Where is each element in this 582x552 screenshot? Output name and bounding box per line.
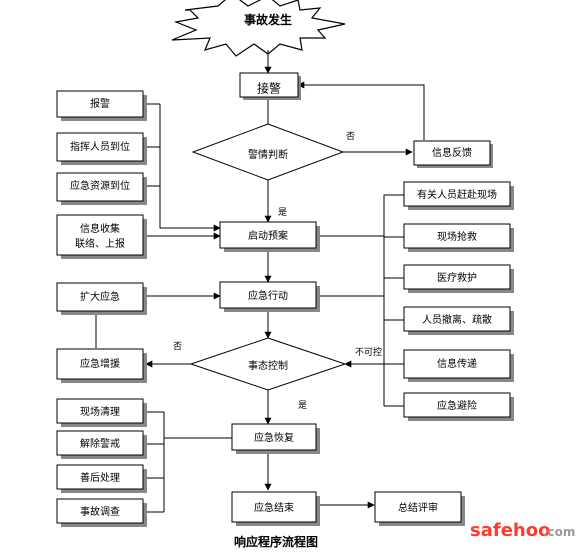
box-receive-alarm: 接警 <box>239 72 301 100</box>
svg-text:信息反馈: 信息反馈 <box>432 146 472 159</box>
svg-text:启动预案: 启动预案 <box>248 229 288 242</box>
box-personnel-to-site: 有关人员赶赴现场 <box>403 181 514 210</box>
box-accident-investigation: 事故调查 <box>56 498 147 527</box>
watermark-main: safehoo <box>470 520 550 541</box>
caption: 响应程序流程图 <box>234 534 318 549</box>
svg-text:事态控制: 事态控制 <box>248 359 288 372</box>
event-title: 事故发生 <box>244 12 292 27</box>
watermark-suffix: .com <box>543 525 575 539</box>
svg-text:总结评审: 总结评审 <box>398 501 438 514</box>
svg-text:现场清理: 现场清理 <box>80 405 120 418</box>
svg-text:有关人员赶赴现场: 有关人员赶赴现场 <box>417 188 497 201</box>
box-info-feedback: 信息反馈 <box>413 140 493 168</box>
box-start-plan: 启动预案 <box>219 221 320 252</box>
box-info-collect: 信息收集 联络、上报 <box>56 214 147 259</box>
box-emergency-avoid: 应急避险 <box>403 392 514 421</box>
edge-label-yes-2: 是 <box>298 400 307 411</box>
svg-text:解除警戒: 解除警戒 <box>80 437 120 450</box>
box-expand-emergency: 扩大应急 <box>56 282 147 315</box>
svg-text:人员撤离、疏散: 人员撤离、疏散 <box>422 313 492 326</box>
box-medical-aid: 医疗救护 <box>403 264 514 293</box>
box-aftermath: 善后处理 <box>56 464 147 493</box>
svg-text:应急资源到位: 应急资源到位 <box>70 179 130 192</box>
edge-feedback-receive <box>297 81 425 140</box>
svg-text:信息收集: 信息收集 <box>80 222 120 235</box>
box-summary-review: 总结评审 <box>374 491 465 526</box>
svg-text:医疗救护: 医疗救护 <box>437 271 477 284</box>
event-starburst <box>171 0 346 57</box>
svg-text:接警: 接警 <box>257 81 281 96</box>
diamond-alarm-judgment: 警情判断 <box>191 123 345 181</box>
box-info-transfer: 信息传递 <box>403 349 514 382</box>
diamond-situation-control: 事态控制 <box>189 337 347 391</box>
svg-text:应急恢复: 应急恢复 <box>254 431 294 444</box>
box-commander-arrive: 指挥人员到位 <box>56 132 147 165</box>
box-site-cleanup: 现场清理 <box>56 398 147 427</box>
box-site-rescue: 现场抢救 <box>403 223 514 252</box>
svg-text:现场抢救: 现场抢救 <box>437 230 477 243</box>
svg-text:联络、上报: 联络、上报 <box>75 237 125 250</box>
edge-label-yes-1: 是 <box>278 207 287 218</box>
box-emergency-action: 应急行动 <box>219 281 320 312</box>
edge-start-personnel <box>316 194 404 237</box>
box-resources-arrive: 应急资源到位 <box>56 172 147 205</box>
svg-text:善后处理: 善后处理 <box>80 471 120 484</box>
box-emergency-end: 应急结束 <box>231 491 320 526</box>
svg-text:信息传递: 信息传递 <box>437 357 477 370</box>
svg-text:应急行动: 应急行动 <box>248 289 288 302</box>
svg-text:警情判断: 警情判断 <box>248 148 288 161</box>
watermark: safehoo .com <box>470 520 575 541</box>
box-request-reinforcement: 应急增援 <box>56 348 147 383</box>
svg-text:报警: 报警 <box>90 97 110 110</box>
svg-text:扩大应急: 扩大应急 <box>80 290 120 303</box>
box-report-alarm: 报警 <box>56 90 147 121</box>
box-emergency-recovery: 应急恢复 <box>231 423 320 454</box>
edge-label-not-controllable: 不可控 <box>355 346 382 358</box>
edge-left-bus-start <box>159 104 221 232</box>
svg-text:应急增援: 应急增援 <box>80 357 120 370</box>
box-lift-alert: 解除警戒 <box>56 430 147 459</box>
svg-text:事故调查: 事故调查 <box>80 505 120 518</box>
svg-text:指挥人员到位: 指挥人员到位 <box>70 140 130 153</box>
edge-label-no-2: 否 <box>173 341 182 352</box>
svg-text:应急结束: 应急结束 <box>254 501 294 514</box>
box-evacuation: 人员撤离、疏散 <box>403 306 514 335</box>
svg-text:应急避险: 应急避险 <box>437 399 477 412</box>
edge-label-no-1: 否 <box>346 131 355 142</box>
